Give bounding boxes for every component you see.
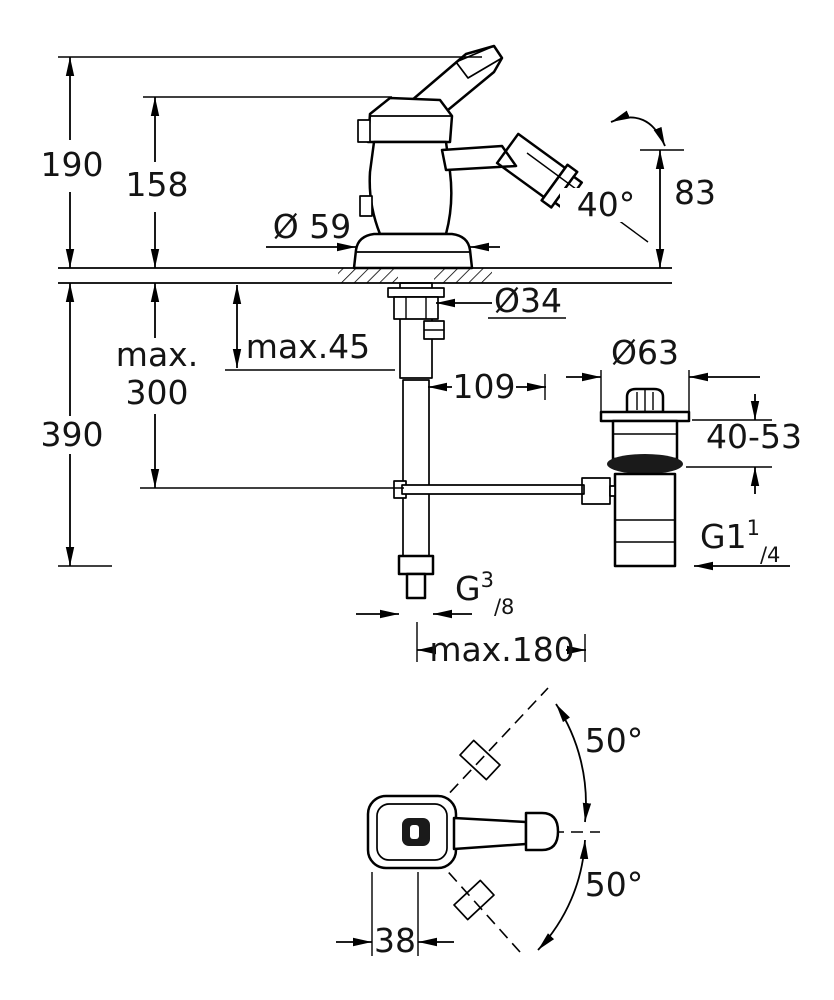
dim-label-dia34: Ø34 [494,281,562,320]
handle-top-view [366,687,600,953]
angle-label-50-lower: 50° [585,865,644,904]
dim-label-83: 83 [674,173,716,212]
dimension-labels: 190 158 Ø 59 40° 83 Ø34 max.45 109 Ø63 m… [41,145,802,960]
lever-swivel-upper-ghost [459,739,501,781]
dim-label-dia63: Ø63 [611,333,679,372]
dim-label-max180: max.180 [429,630,574,669]
lever-grip-knurl [455,45,503,79]
mounting-nut [393,296,439,320]
dim-label-dia59: Ø 59 [273,207,351,246]
waste-o-ring [607,454,683,474]
washer [387,287,445,298]
lever-swivel-lower-ghost [453,879,495,921]
deck-surface [58,267,672,284]
rod-adjust-knob [581,477,611,505]
dim-label-40deg: 40° [577,185,636,224]
dim-label-max-word: max. [116,335,198,374]
spout [440,144,518,172]
handle-escutcheon [366,96,454,144]
flexible-hose [402,379,430,557]
dim-label-g3-8: G3/8 [455,568,514,619]
swivel-arc-upper [555,703,592,823]
under-counter-parts [387,282,585,600]
faucet-body [368,140,453,236]
waste-flange [599,410,691,423]
dim-label-40-53: 40-53 [706,417,802,456]
dim-label-38: 38 [374,921,416,960]
swivel-arc-lower [537,839,589,951]
waste-upper-body [611,419,679,461]
hose-connector [405,572,427,600]
dim-label-g1-1-4: G11/4 [700,516,780,567]
dimension-lines [58,56,790,956]
faucet-base [352,232,474,270]
popup-rod [401,484,585,495]
dim-label-109: 109 [453,367,516,406]
dim-label-300: 300 [126,373,189,412]
popup-waste-assembly [581,387,691,568]
dim-label-190: 190 [41,145,104,184]
dim-label-390: 390 [41,415,104,454]
hose-nut [397,554,435,576]
dim-label-158: 158 [126,165,189,204]
angle-label-50-upper: 50° [585,721,644,760]
faucet-side-view [352,44,584,270]
lever-end-cap [524,811,560,852]
dim-label-max45: max.45 [246,327,370,366]
lever-top-view [452,816,528,851]
